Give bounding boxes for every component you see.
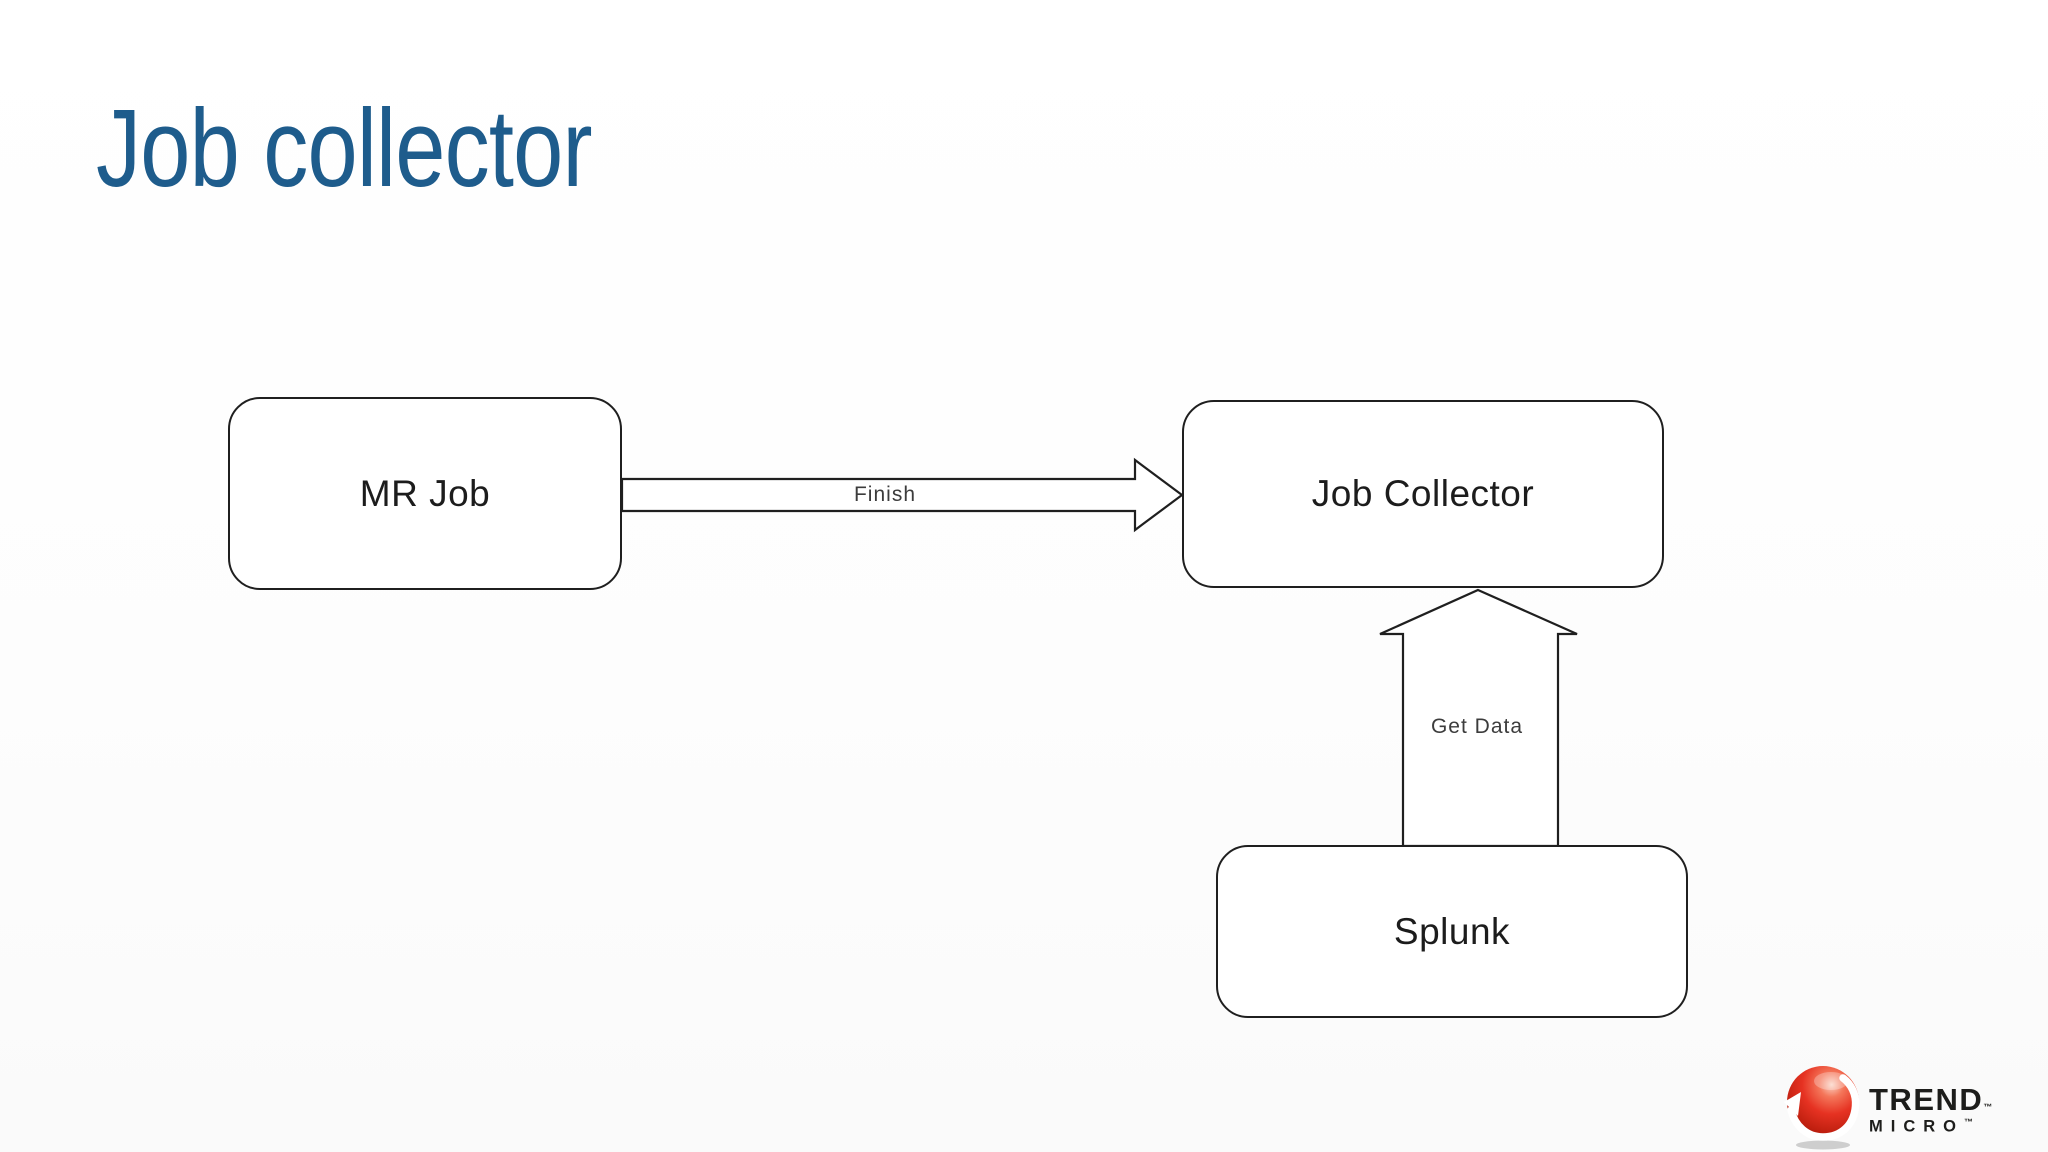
node-job-collector: Job Collector [1182,400,1664,588]
brand-line-micro: MICRO™ [1869,1117,1973,1136]
edge-label-get-data: Get Data [1430,715,1524,738]
node-mr-job-label: MR Job [359,472,491,514]
trend-micro-wordmark: TREND™ MICRO™ [1869,1064,1994,1135]
edge-label-finish: Finish [853,483,917,506]
trademark-symbol: ™ [1964,1117,1973,1127]
node-job-collector-label: Job Collector [1311,473,1535,514]
brand-line-trend: TREND™ [1869,1082,1994,1117]
slide-title: Job collector [96,87,593,210]
node-splunk-label: Splunk [1393,910,1511,952]
trademark-symbol: ™ [1983,1102,1994,1112]
finish-block-arrow [620,457,1184,533]
node-mr-job: MR Job [228,397,622,590]
trend-micro-sphere-icon [1784,1066,1860,1150]
node-splunk: Splunk [1216,845,1688,1018]
trend-micro-logo: TREND™ MICRO™ [1783,1064,2033,1150]
